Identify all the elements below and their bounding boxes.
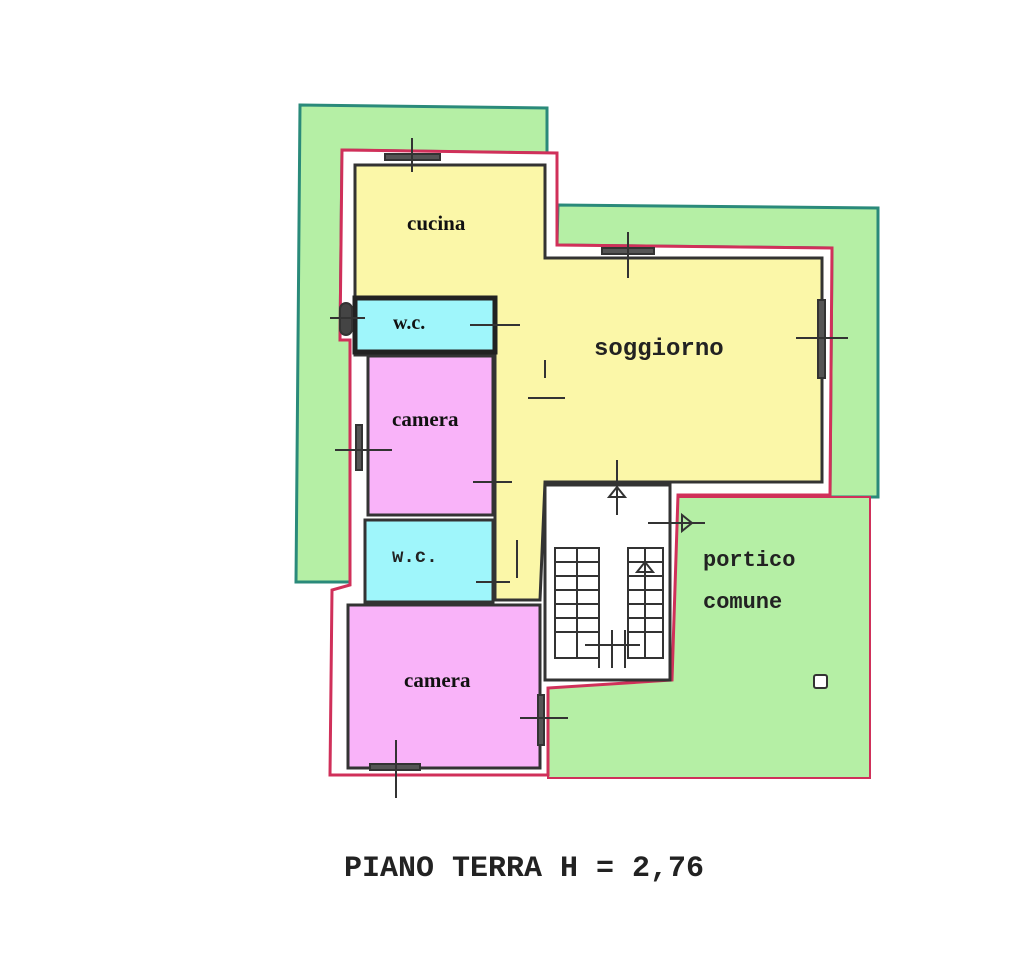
label-camera-bottom: camera [404, 668, 471, 692]
label-portico: portico [703, 548, 796, 573]
label-wc-bottom: w.c. [392, 546, 438, 568]
label-camera-top: camera [392, 407, 459, 431]
camera-bottom-room [346, 603, 542, 770]
plan-title: PIANO TERRA H = 2,76 [344, 852, 705, 886]
camera-top-room [366, 354, 495, 517]
label-cucina: cucina [407, 211, 466, 235]
wc-bottom-room [363, 518, 495, 604]
label-comune: comune [703, 590, 783, 615]
label-soggiorno: soggiorno [594, 336, 724, 363]
stairwell [543, 483, 672, 682]
stairs [554, 547, 664, 668]
windows [330, 138, 848, 798]
label-wc-top: w.c. [393, 312, 426, 334]
